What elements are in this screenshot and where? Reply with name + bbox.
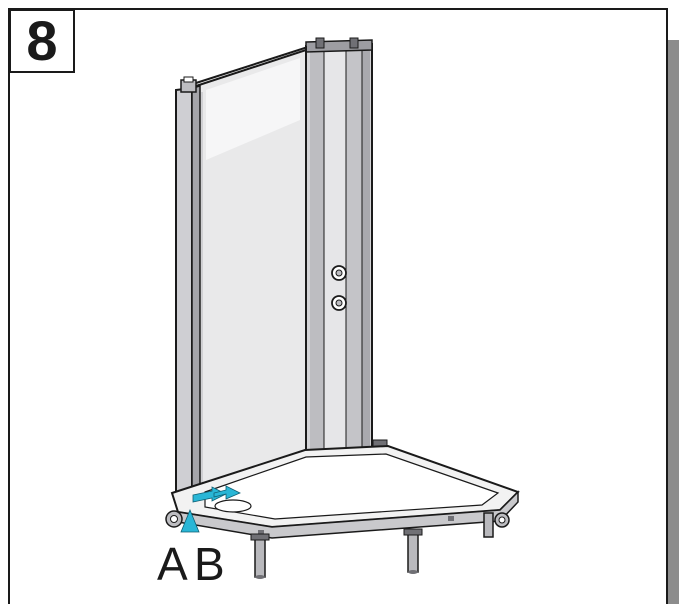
corner-wheel xyxy=(165,510,183,528)
back-wall-panel xyxy=(305,37,388,454)
step-number-box: 8 xyxy=(9,9,75,73)
label-b: B xyxy=(194,538,225,590)
glass-side-panel xyxy=(195,48,307,494)
blue-arrow-icon xyxy=(192,485,241,503)
step-number: 8 xyxy=(26,9,58,72)
shower-tray xyxy=(170,444,520,539)
top-rail xyxy=(195,45,312,84)
tray-leg-left xyxy=(250,533,270,579)
blue-triangle-icon xyxy=(180,508,200,533)
drain-icon xyxy=(214,499,252,513)
tray-leg-right xyxy=(483,512,510,538)
frame-shadow xyxy=(666,40,679,604)
label-a: A xyxy=(157,538,188,590)
diverter-knob-icon xyxy=(331,295,347,311)
tray-leg-center xyxy=(403,528,423,574)
corner-post xyxy=(175,76,201,502)
mixer-knob-icon xyxy=(331,265,347,281)
